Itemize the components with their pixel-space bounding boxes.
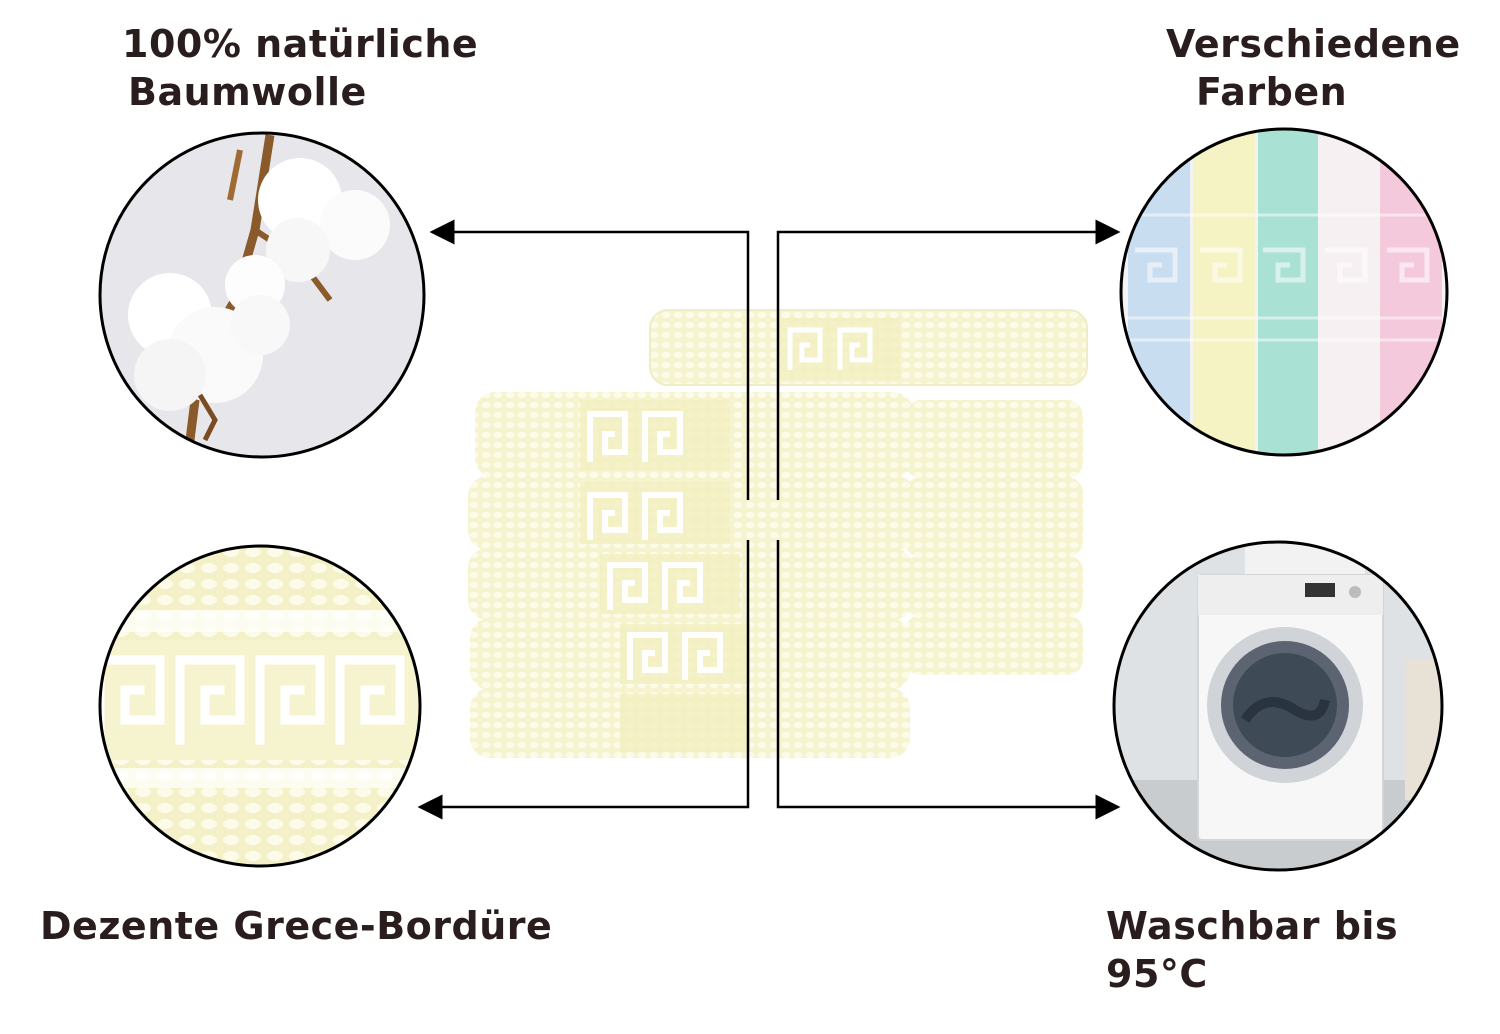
towel-stack-left [468, 392, 916, 758]
connector-border [417, 540, 750, 820]
feature-label-cotton-line2: Baumwolle [128, 70, 367, 114]
connector-cotton [429, 219, 750, 500]
feature-label-colors-line1: Verschiedene [1166, 22, 1461, 66]
feature-label-border: Dezente Grece-Bordüre [40, 904, 553, 948]
border-detail-photo [98, 544, 422, 868]
connector-lines [417, 219, 1121, 820]
cotton-photo [98, 131, 426, 459]
feature-label-cotton-line1: 100% natürliche [122, 22, 479, 66]
washing-machine-photo [1112, 540, 1444, 872]
feature-label-colors-line2: Farben [1196, 70, 1348, 114]
connector-colors [776, 219, 1121, 500]
towel-stack-right [649, 309, 1088, 675]
feature-label-wash: Waschbar bis 95°C [1106, 904, 1399, 996]
color-swatches-photo [1119, 127, 1449, 457]
connector-wash [776, 540, 1121, 820]
towel-stack [468, 309, 1088, 758]
